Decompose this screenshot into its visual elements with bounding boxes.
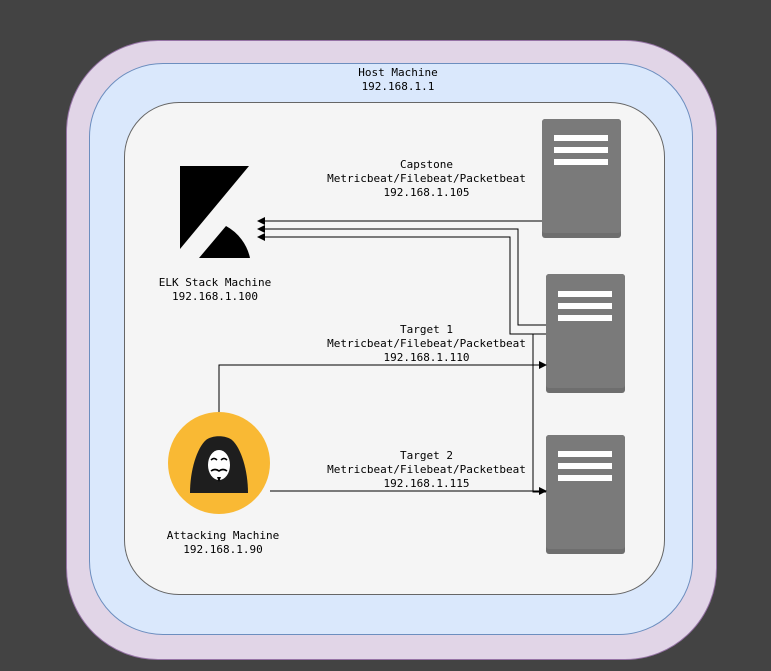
server-icon [546,435,625,554]
connector-target2-to-elk [257,233,546,335]
elk-ip: 192.168.1.100 [171,290,259,303]
target1-label: Target 1 Metricbeat/Filebeat/Packetbeat … [311,323,542,365]
elk-label: ELK Stack Machine 192.168.1.100 [140,276,290,304]
attacker-ip: 192.168.1.90 [183,543,263,556]
host-machine-title: Host Machine [358,66,438,79]
attacker-label: Attacking Machine 192.168.1.90 [144,529,302,557]
elk-title: ELK Stack Machine [158,276,272,289]
capstone-beats: Metricbeat/Filebeat/Packetbeat [327,172,526,185]
target1-beats: Metricbeat/Filebeat/Packetbeat [327,337,526,350]
hacker-anonymous-icon [168,412,270,514]
server-icon [542,119,621,238]
target2-label: Target 2 Metricbeat/Filebeat/Packetbeat … [311,449,542,491]
kibana-logo-icon [180,166,250,258]
server-icon [546,274,625,393]
target2-ip: 192.168.1.115 [383,477,470,490]
target2-beats: Metricbeat/Filebeat/Packetbeat [327,463,526,476]
capstone-label: Capstone Metricbeat/Filebeat/Packetbeat … [311,158,542,200]
host-machine-label: Host Machine 192.168.1.1 [325,66,471,94]
capstone-title: Capstone [400,158,453,171]
target1-title: Target 1 [400,323,453,336]
capstone-ip: 192.168.1.105 [383,186,470,199]
host-machine-ip: 192.168.1.1 [361,80,435,93]
connector-target1-to-elk [257,225,546,326]
target2-title: Target 2 [400,449,453,462]
attacker-title: Attacking Machine [166,529,280,542]
connector-attacker-to-target1 [218,361,547,412]
target1-ip: 192.168.1.110 [383,351,470,364]
